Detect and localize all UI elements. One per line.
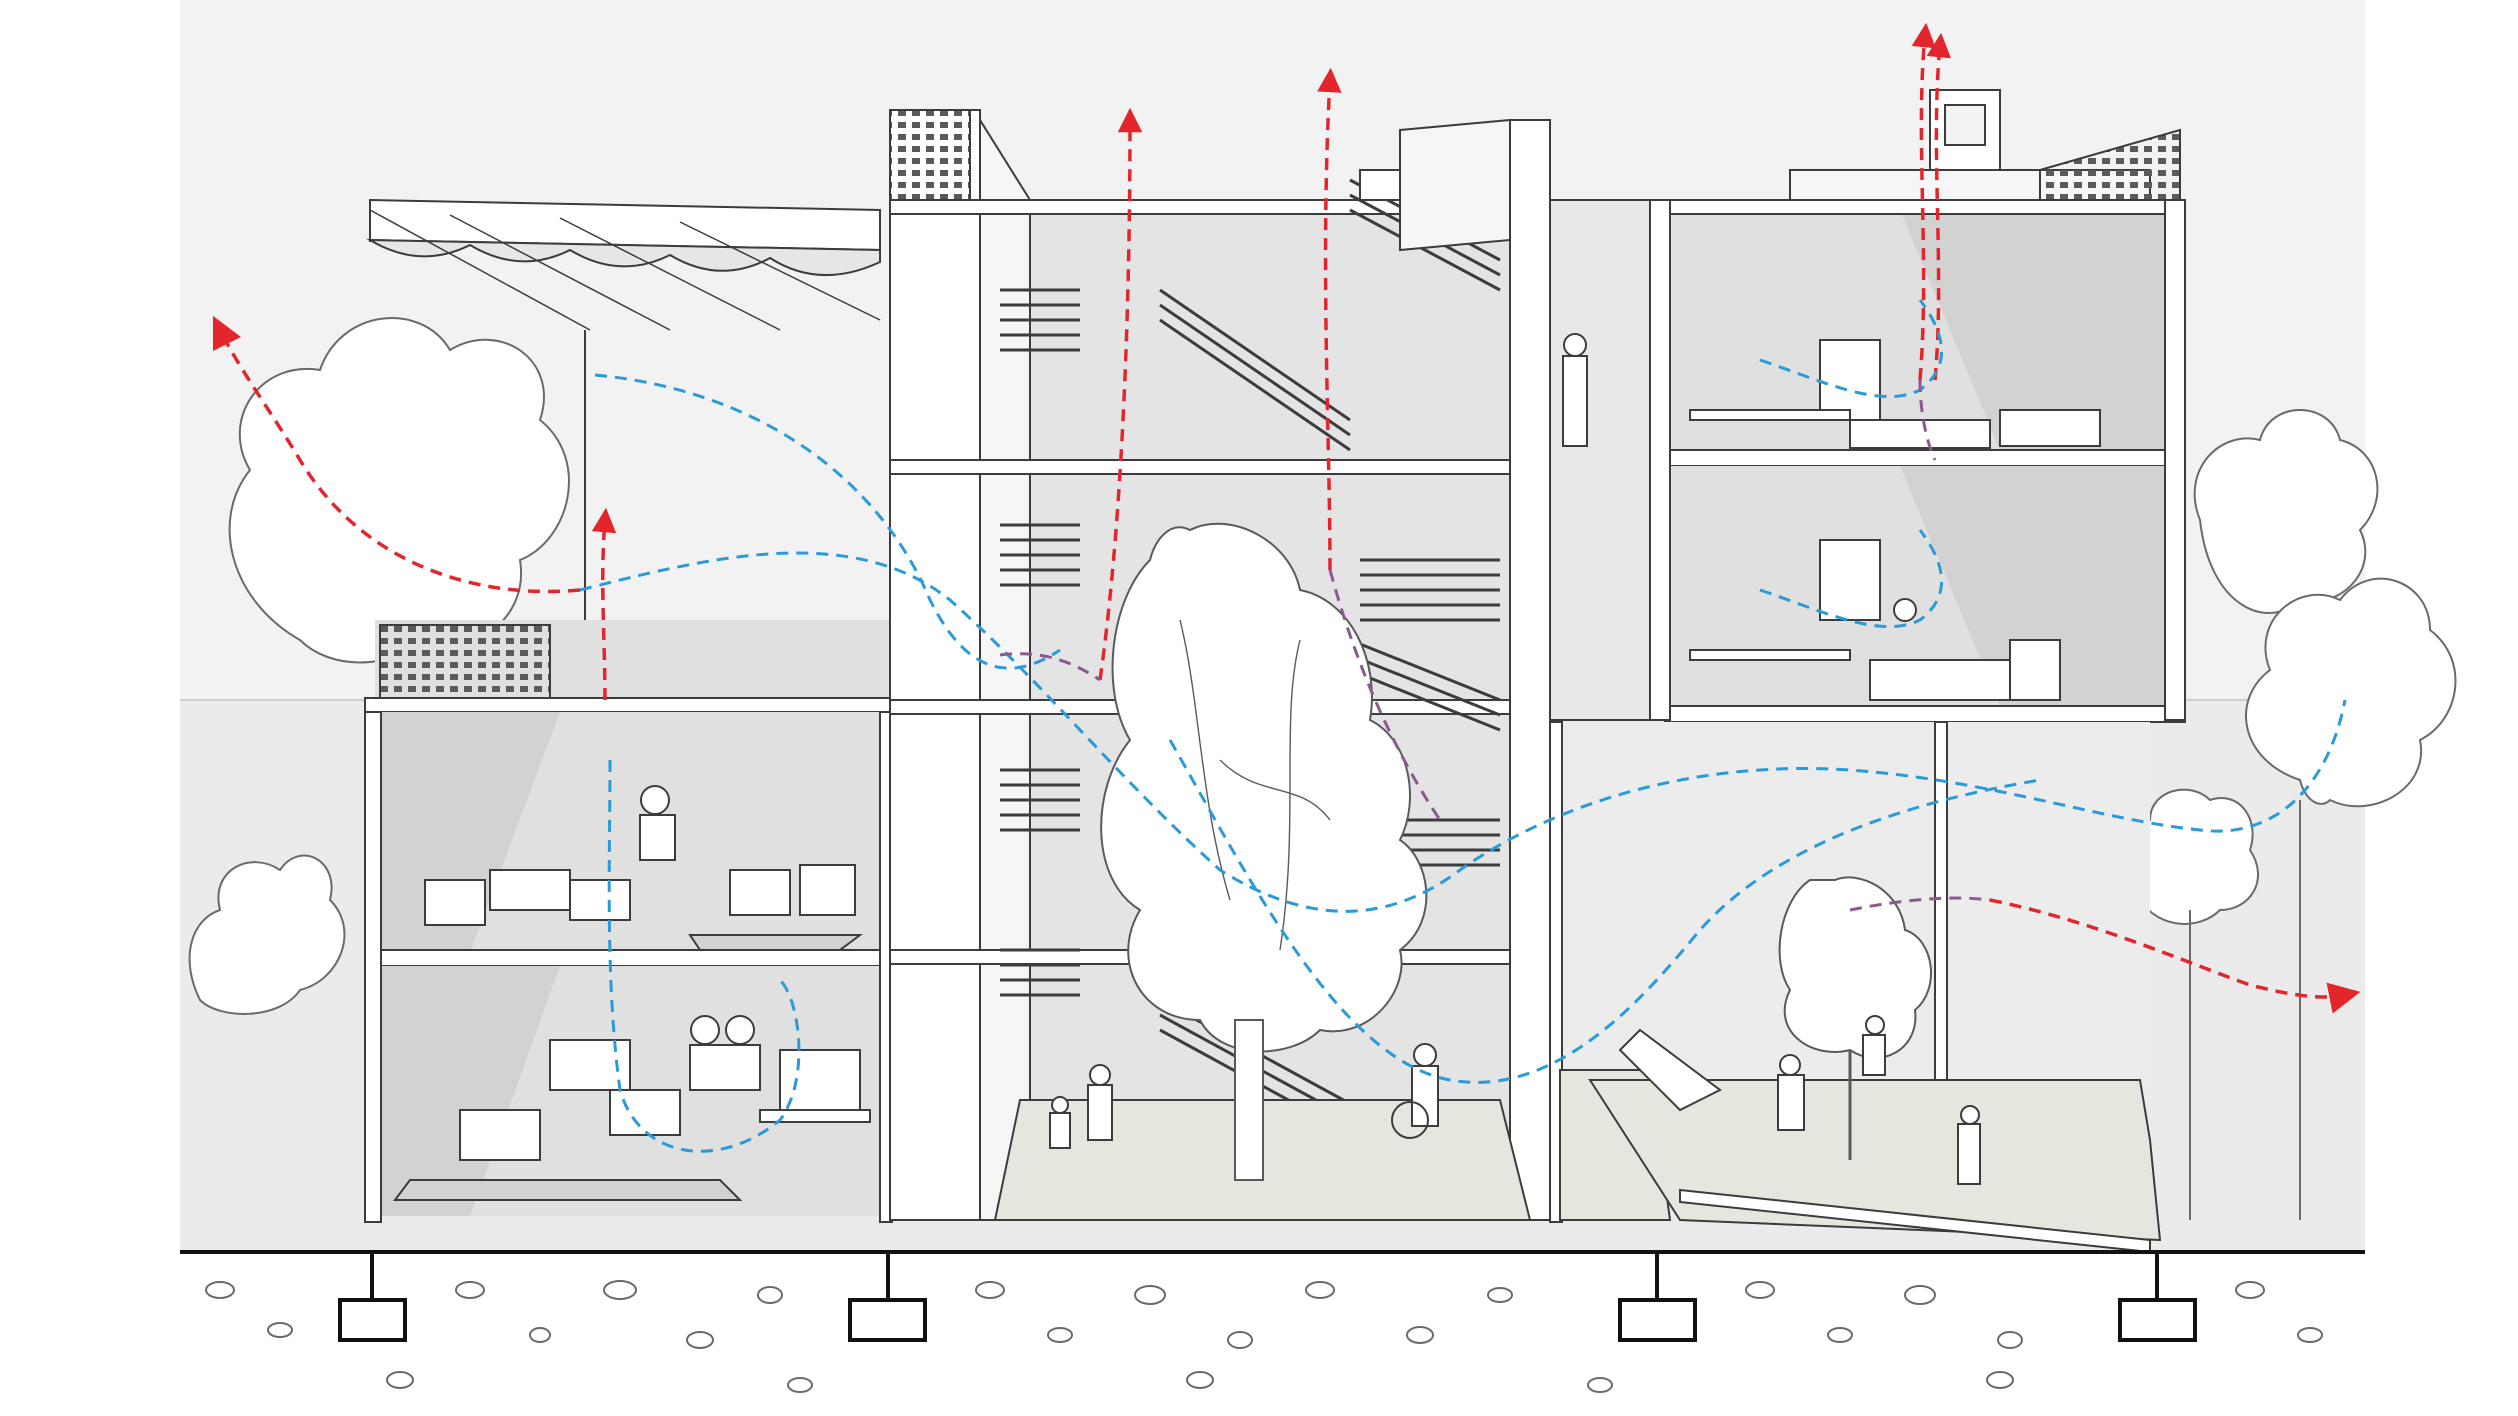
courtyard-people bbox=[1049, 1043, 1439, 1149]
left-block bbox=[364, 620, 981, 1223]
hot-air-arrow-core-1 bbox=[1098, 107, 1143, 681]
cool-air-path-1 bbox=[594, 373, 1061, 670]
left-exterior-wall bbox=[364, 711, 382, 1223]
ground-and-foundations bbox=[180, 1250, 2365, 1416]
cool-air-path-4 bbox=[607, 759, 801, 1153]
slab-floor-2-left bbox=[364, 949, 886, 967]
hot-air-flows bbox=[212, 22, 2361, 1014]
terrace-slab bbox=[364, 697, 981, 713]
hot-air-arrow-terrace bbox=[591, 507, 617, 701]
central-tree bbox=[1100, 522, 1428, 1181]
hot-air-arrow-roof-2 bbox=[1926, 32, 1952, 381]
cool-air-path-3 bbox=[1168, 739, 2041, 1084]
roof-pergola bbox=[366, 198, 881, 620]
hot-air-arrow-roof-1 bbox=[1911, 22, 1937, 381]
background-trees bbox=[188, 317, 2457, 1220]
right-block bbox=[1549, 89, 2186, 1254]
hot-air-arrow-core-2 bbox=[1317, 67, 1342, 571]
cool-air-path-2 bbox=[579, 551, 2347, 913]
hot-air-arrow-left bbox=[212, 315, 581, 594]
mixed-air-flows bbox=[999, 379, 1991, 912]
cool-air-path-6 bbox=[1759, 529, 1944, 629]
terrace-screen bbox=[379, 624, 551, 701]
